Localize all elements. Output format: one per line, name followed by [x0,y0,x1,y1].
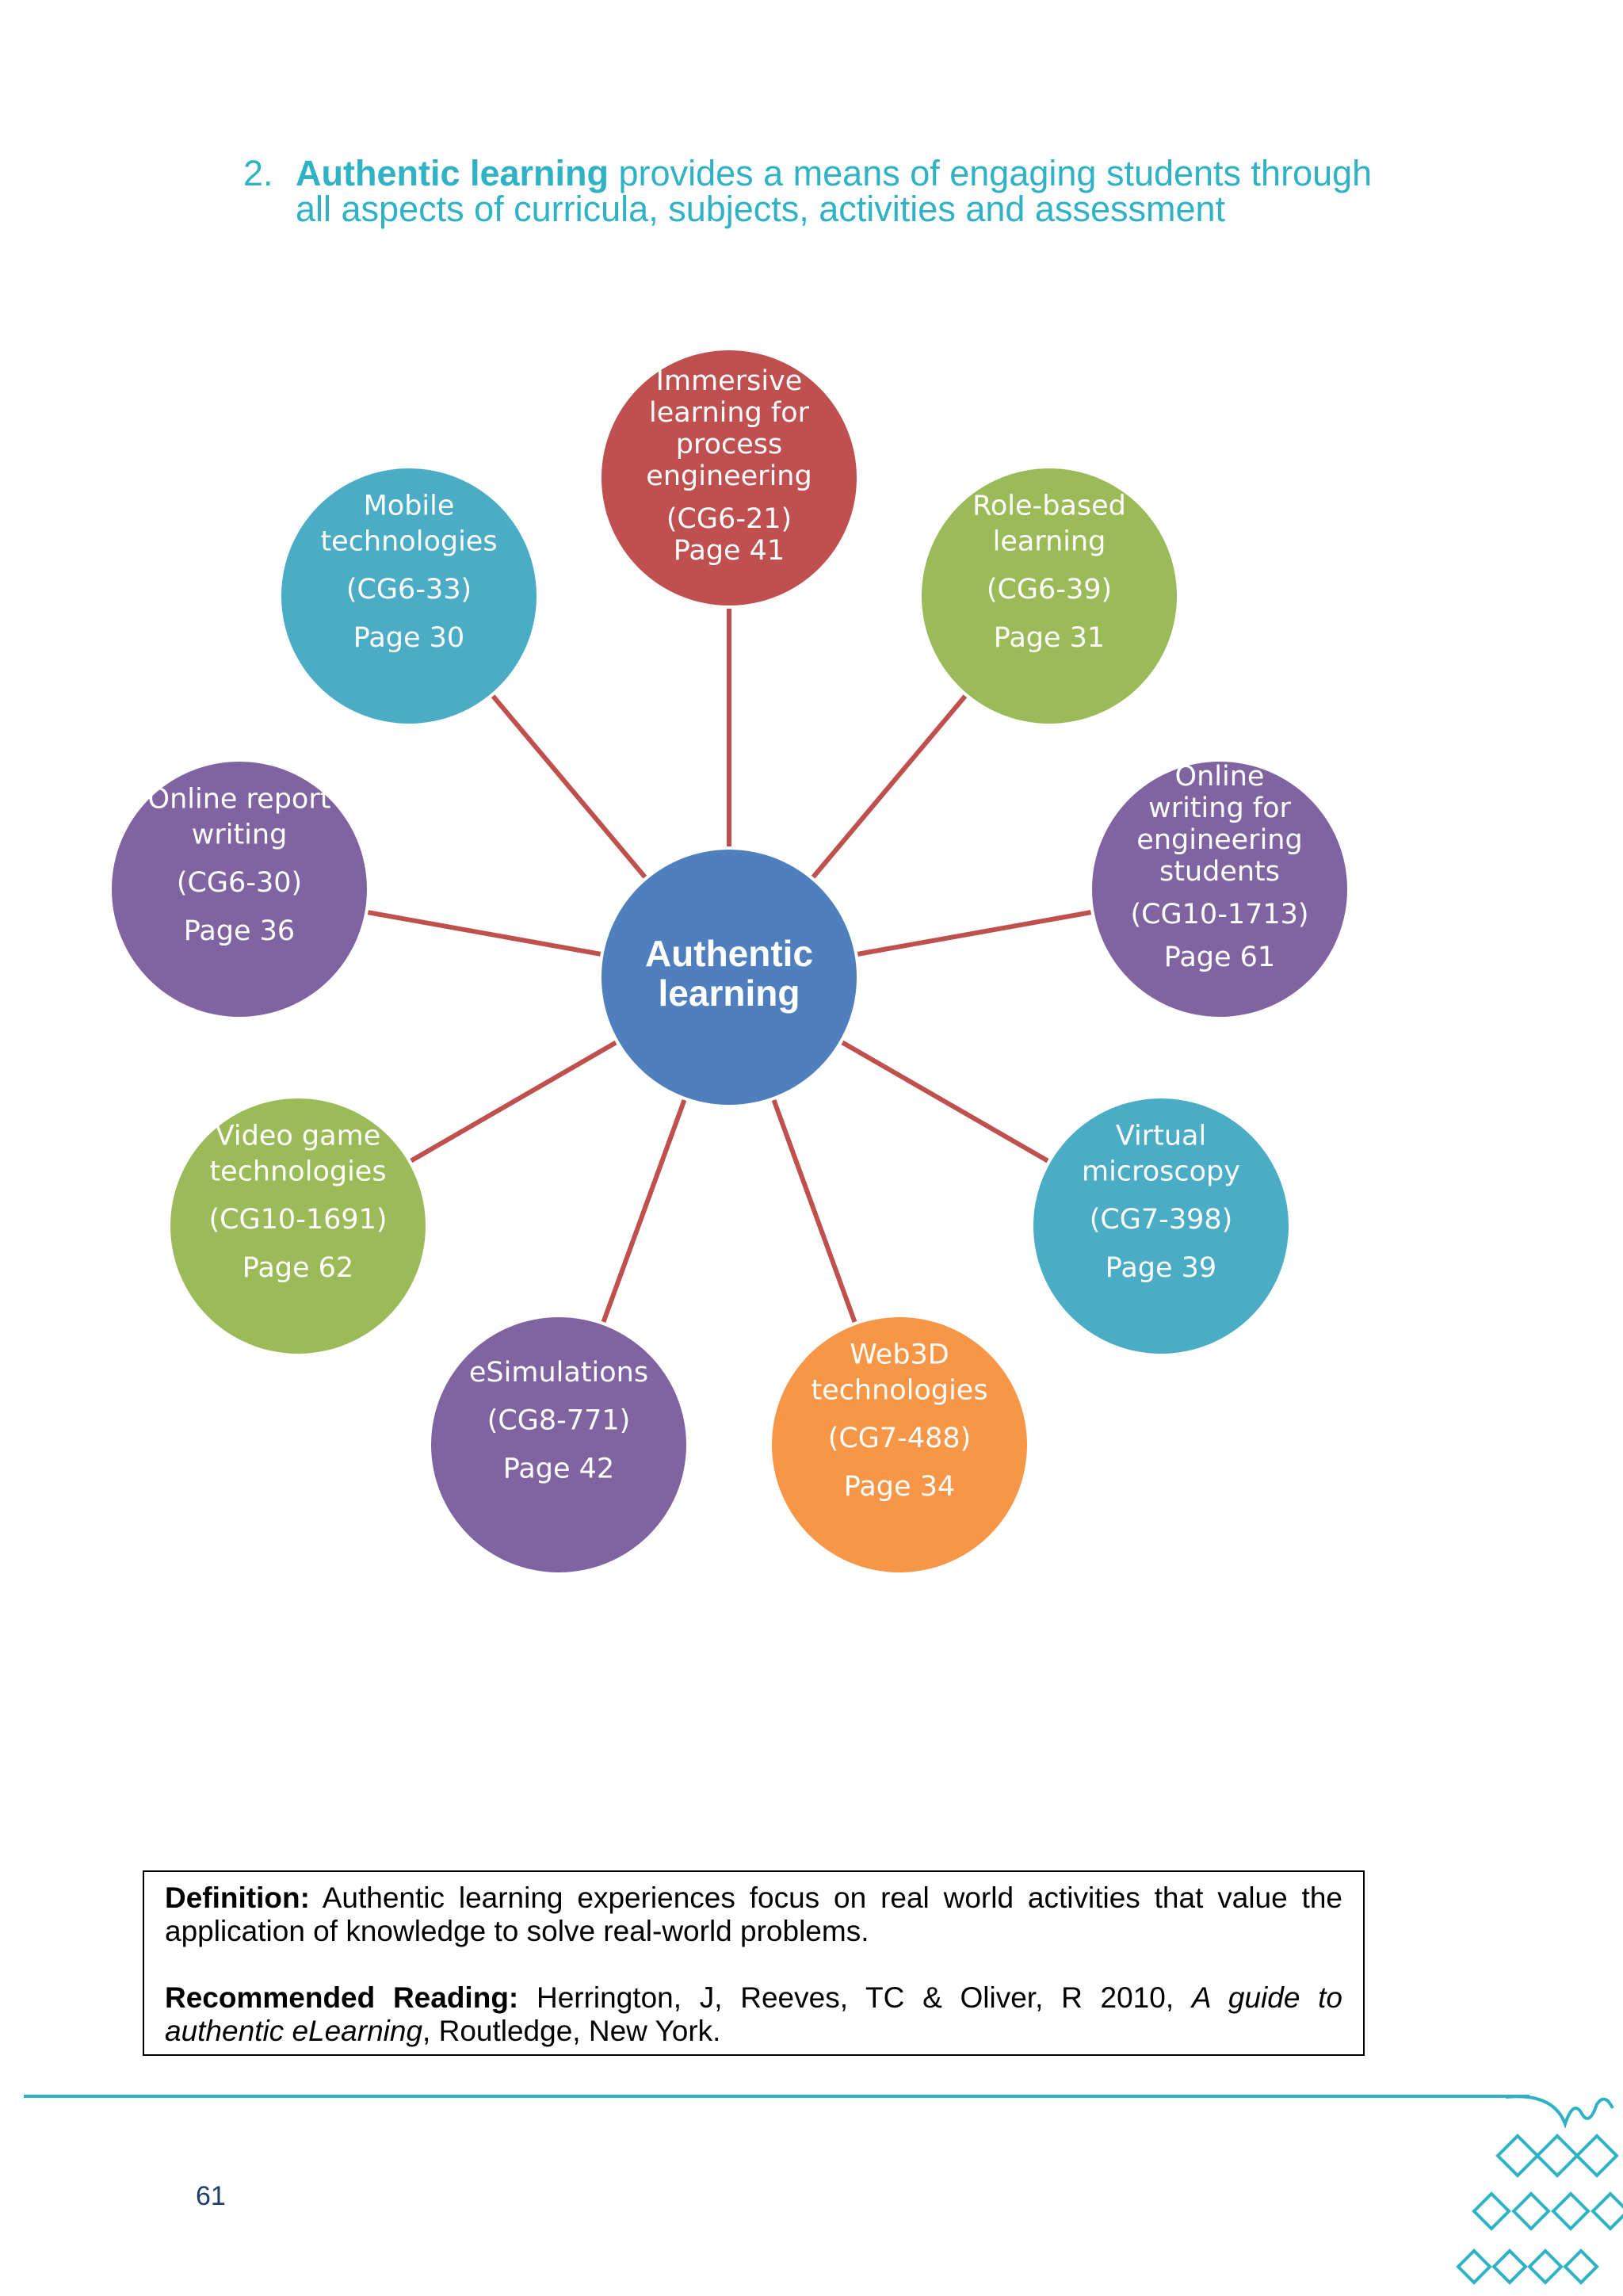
heading-line2: all aspects of curricula, subjects, acti… [296,189,1226,229]
node-esimulations: eSimulations (CG8-771) Page 42 [431,1317,686,1572]
heading-line1: provides a means of engaging students th… [609,153,1373,193]
node-web3d-technologies: Web3D technologies (CG7-488) Page 34 [772,1317,1027,1572]
online-writing-label-line: engineering [1136,824,1302,856]
virtual-microscopy-label-line: Virtual [1116,1120,1206,1152]
virtual-microscopy-label-line: Page 39 [1106,1252,1216,1284]
node-mobile-technologies: Mobile technologies (CG6-33) Page 30 [281,468,537,724]
node-role-based-learning: Role-based learning (CG6-39) Page 31 [922,468,1177,724]
mobile-technologies-label-line: (CG6-33) [346,574,472,606]
center-circle [601,850,857,1105]
mobile-technologies-label-line: Mobile [364,490,455,521]
center-label-line: learning [659,972,800,1014]
online-writing-label-line: Online [1175,761,1265,793]
esimulations-label-line: eSimulations [469,1357,648,1389]
connector-esimulations [601,1099,687,1323]
reading-title: A guide to authentic eLearning [165,1981,1342,2047]
online-writing-label-line: students [1159,856,1280,888]
online-writing-label-line: (CG10-1713) [1130,899,1308,930]
online-report-writing-label-line: (CG6-30) [177,867,302,899]
connector-video-game-technologies [410,1040,617,1163]
definition-label: Definition: [165,1881,310,1914]
reading-label: Recommended Reading: [165,1981,519,2014]
video-game-technologies-label-line: Video game [216,1120,380,1152]
node-circle [601,350,857,606]
connector-online-report-writing [367,910,601,957]
online-writing-label-line: Page 61 [1164,942,1275,973]
connectors [367,609,1092,1323]
online-writing-label-line: writing for [1148,793,1291,824]
connector-mobile-technologies [491,694,647,879]
role-based-learning-label-line: learning [993,525,1106,557]
node-virtual-microscopy: Virtual microscopy (CG7-398) Page 39 [1033,1098,1289,1354]
video-game-technologies-label-line: technologies [209,1156,386,1187]
online-report-writing-label-line: writing [192,819,288,850]
immersive-learning-label-line: learning for [649,397,810,429]
node-circle [170,1098,426,1354]
node-circle [112,762,367,1017]
mobile-technologies-label-line: technologies [320,525,497,557]
footer-rule [24,2095,1529,2098]
immersive-learning-label-line: engineering [646,460,812,492]
definition-paragraph: Definition: Authentic learning experienc… [165,1881,1342,1948]
node-circle [1092,762,1347,1017]
online-report-writing-label-line: Page 36 [184,915,295,947]
role-based-learning-label-line: Page 31 [994,622,1105,654]
section-number: 2. [243,153,273,193]
web3d-technologies-label-line: Web3D [850,1339,949,1370]
esimulations-label-line: (CG8-771) [487,1405,631,1437]
connector-role-based-learning [811,694,968,879]
node-video-game-technologies: Video game technologies (CG10-1691) Page 62 [170,1098,426,1354]
immersive-learning-label-line: Immersive [656,365,803,397]
reading-text-after: , Routledge, New York. [422,2015,721,2047]
video-game-technologies-label-line: (CG10-1691) [208,1204,387,1236]
connector-virtual-microscopy [841,1040,1049,1163]
web3d-technologies-label-line: (CG7-488) [828,1423,972,1454]
immersive-learning-label-line: Page 41 [674,535,785,567]
virtual-microscopy-label-line: microscopy [1082,1156,1240,1187]
node-online-report-writing: Online report writing (CG6-30) Page 36 [112,762,367,1017]
role-based-learning-label-line: (CG6-39) [987,574,1112,606]
heading-keyword: Authentic learning [296,153,609,193]
video-game-technologies-label-line: Page 62 [242,1252,353,1284]
mobile-technologies-label-line: Page 30 [353,622,464,654]
reading-paragraph: Recommended Reading: Herrington, J, Reev… [165,1981,1342,2048]
reading-text-before: Herrington, J, Reeves, TC & Oliver, R 20… [518,1981,1192,2014]
online-report-writing-label-line: Online report [148,783,331,815]
node-circle [1033,1098,1289,1354]
virtual-microscopy-label-line: (CG7-398) [1090,1204,1233,1236]
node-circle [922,468,1177,724]
esimulations-label-line: Page 42 [503,1453,614,1484]
connector-web3d-technologies [771,1099,857,1323]
role-based-learning-label-line: Role-based [972,490,1126,521]
node-circle [281,468,537,724]
section-heading: 2. Authentic learning provides a means of… [243,155,1416,227]
connector-online-writing [857,910,1092,957]
node-circle [431,1317,686,1572]
definition-box: Definition: Authentic learning experienc… [143,1870,1365,2056]
web3d-technologies-label-line: Page 34 [844,1471,955,1503]
web3d-technologies-label-line: technologies [811,1374,987,1406]
node-circle [772,1317,1027,1572]
center-label-line: Authentic [645,933,813,974]
definition-text: Authentic learning experiences focus on … [165,1881,1342,1947]
page-number: 61 [196,2181,226,2211]
immersive-learning-label-line: (CG6-21) [666,503,792,535]
immersive-learning-label-line: process [676,429,783,460]
